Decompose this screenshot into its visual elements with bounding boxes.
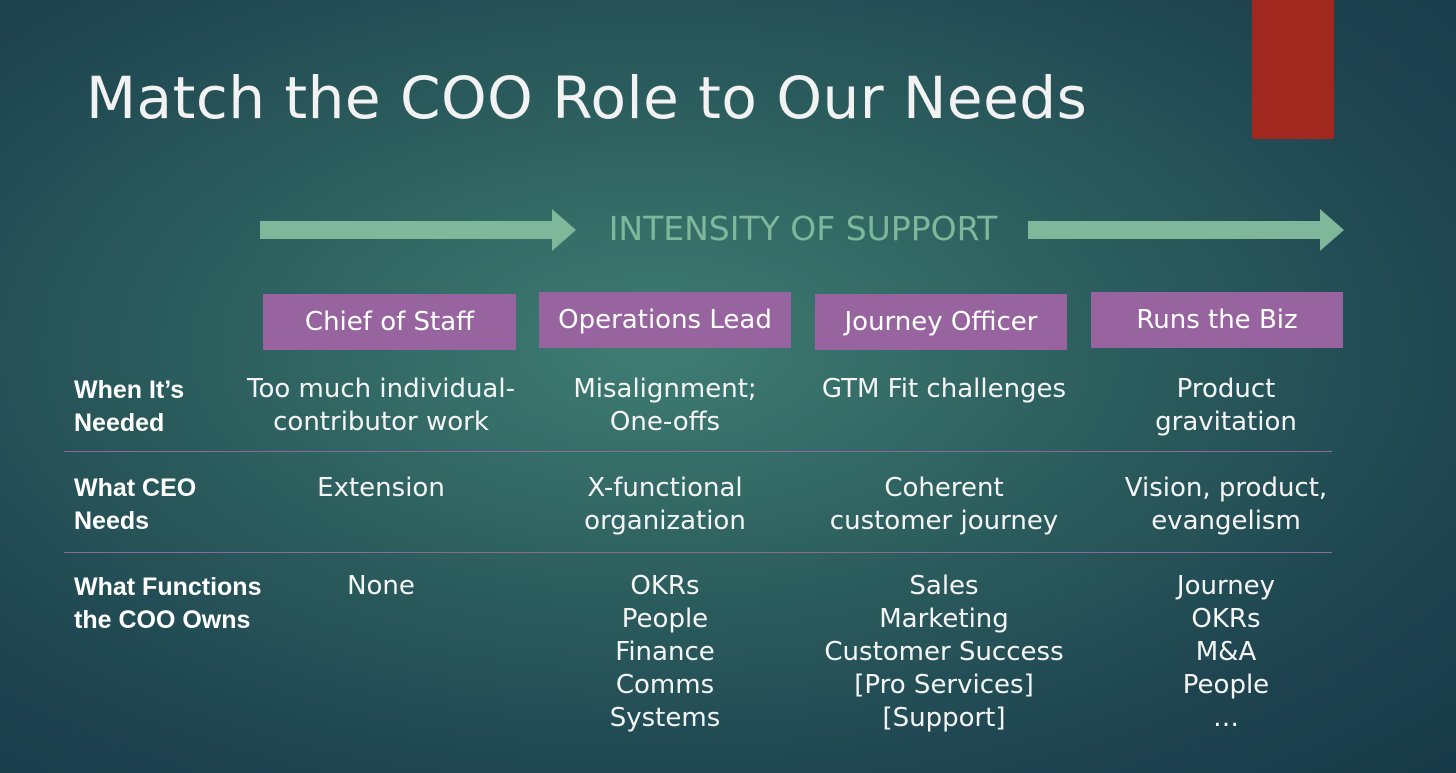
cell-functions-journey-officer: Sales Marketing Customer Success [Pro Se… bbox=[824, 571, 1064, 733]
row-divider bbox=[64, 451, 1332, 452]
cell-functions-chief-of-staff: None bbox=[347, 571, 415, 601]
cell-functions-operations-lead: OKRs People Finance Comms Systems bbox=[609, 571, 721, 733]
cell-when-needed-operations-lead: Misalignment;One-offs bbox=[573, 374, 757, 437]
accent-bar bbox=[1252, 0, 1334, 139]
role-journey-officer: Journey Officer bbox=[815, 294, 1067, 350]
cell-ceo-needs-runs-the-biz: Vision, product,evangelism bbox=[1124, 473, 1328, 536]
left-arrow-icon bbox=[260, 209, 576, 251]
intensity-of-support-label: INTENSITY OF SUPPORT bbox=[608, 209, 998, 248]
row-divider bbox=[64, 552, 1332, 553]
slide-title: Match the COO Role to Our Needs bbox=[86, 64, 1088, 132]
right-arrow-icon bbox=[1028, 209, 1344, 251]
cell-functions-runs-the-biz: Journey OKRs M&A People … bbox=[1176, 571, 1276, 733]
role-runs-the-biz: Runs the Biz bbox=[1091, 292, 1343, 348]
role-operations-lead: Operations Lead bbox=[539, 292, 791, 348]
cell-when-needed-journey-officer: GTM Fit challenges bbox=[821, 374, 1067, 404]
role-chief-of-staff: Chief of Staff bbox=[263, 294, 516, 350]
cell-ceo-needs-chief-of-staff: Extension bbox=[317, 473, 445, 503]
cell-when-needed-chief-of-staff: Too much individual-contributor work bbox=[247, 374, 515, 437]
